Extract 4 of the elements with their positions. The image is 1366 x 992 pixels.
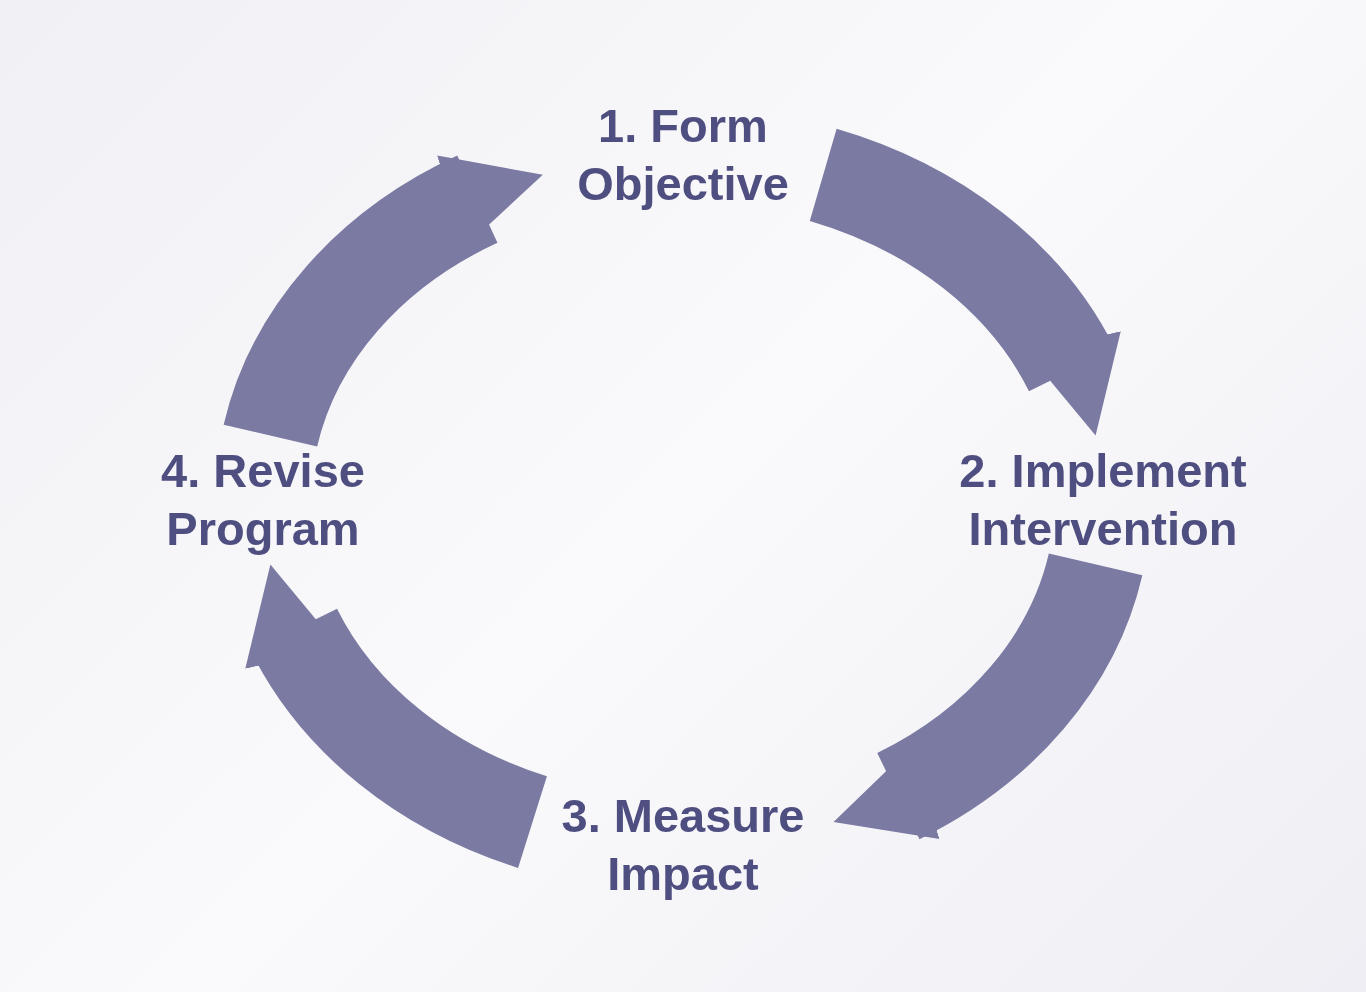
step-label: 2. Implement Intervention [958,443,1248,557]
step-label: 1. Form Objective [576,98,790,212]
step-label: 4. Revise Program [160,443,366,557]
step-label: 3. Measure Impact [560,788,806,902]
